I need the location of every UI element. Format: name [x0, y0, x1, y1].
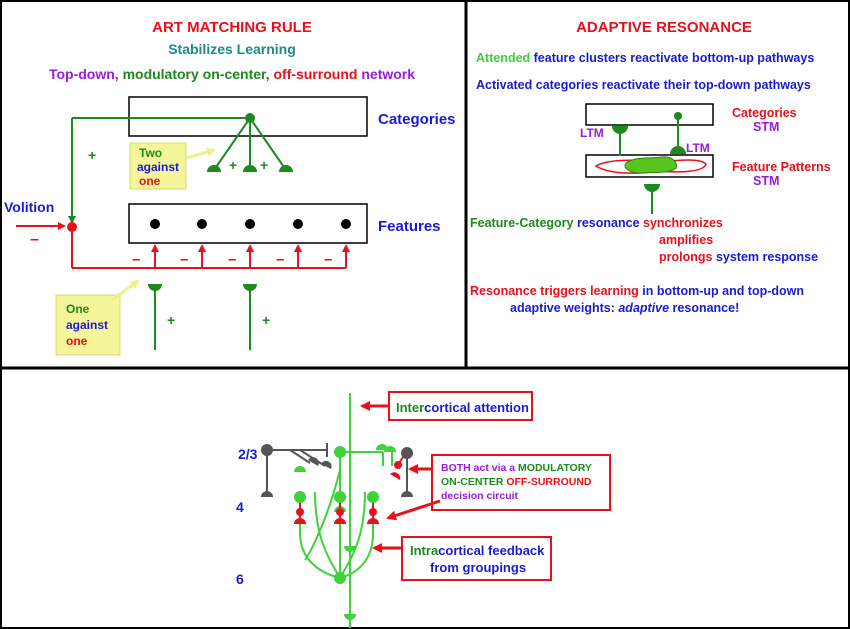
intracortical-box — [401, 536, 552, 581]
layer-label-4: 4 — [236, 499, 244, 515]
ar-line1: Attended feature clusters reactivate bot… — [476, 51, 814, 65]
both-act-line1: BOTH act via a MODULATORY — [441, 462, 592, 474]
layer-label-2-3: 2/3 — [238, 446, 258, 462]
features-label: Features — [378, 218, 441, 235]
two-against-one-pointer — [186, 147, 216, 160]
green-pathways — [299, 393, 393, 628]
laminar-panel: 2/3 4 6 — [236, 391, 611, 628]
one-against-one-pointer — [111, 279, 140, 302]
both-act-box — [431, 454, 611, 511]
ar-title: ADAPTIVE RESONANCE — [576, 19, 752, 36]
ar-categories-stm: STM — [753, 120, 779, 134]
art-matching-panel: ART MATCHING RULE Stabilizes Learning To… — [4, 19, 456, 356]
plus-input1: + — [167, 312, 175, 328]
intracortical-line2: from groupings — [430, 560, 526, 575]
one-against-one-text: One against one — [66, 302, 111, 348]
categories-label: Categories — [378, 111, 456, 128]
svg-text:–: – — [276, 251, 284, 268]
intracortical-line1: Intracortical feedback — [410, 543, 545, 558]
svg-text:–: – — [228, 251, 236, 268]
ar-resonance-line: Feature-Category resonance synchronizes — [470, 216, 723, 230]
red-interneurons — [294, 456, 404, 524]
two-against-one-text: Two against one — [137, 146, 182, 188]
plus-mid1: + — [229, 157, 237, 173]
ar-pathways — [612, 112, 686, 214]
bottom-up-inputs — [148, 284, 257, 350]
ar-categories-label: Categories — [732, 106, 797, 120]
ar-ltm-right: LTM — [686, 141, 710, 155]
art-subtitle: Stabilizes Learning — [168, 41, 296, 57]
ar-ltm-left: LTM — [580, 126, 604, 140]
art-title: ART MATCHING RULE — [152, 19, 312, 36]
svg-text:–: – — [132, 251, 140, 268]
intercortical-label: Intercortical attention — [396, 400, 529, 415]
feature-stm-blob — [624, 156, 677, 174]
green-cell-bodies — [294, 444, 396, 620]
svg-text:–: – — [324, 251, 332, 268]
volition-label: Volition — [4, 199, 54, 215]
ar-prolongs-line: prolongs system response — [659, 250, 818, 264]
feature-nodes — [150, 219, 351, 229]
category-node — [245, 113, 255, 123]
adaptive-resonance-panel: ADAPTIVE RESONANCE Attended feature clus… — [470, 19, 831, 315]
plus-input2: + — [262, 312, 270, 328]
both-act-line2: ON-CENTER OFF-SURROUND — [441, 476, 592, 488]
gray-neurons — [261, 443, 413, 497]
volition-minus: – — [30, 231, 39, 248]
ar-learning-line1: Resonance triggers learning in bottom-up… — [470, 284, 804, 298]
off-surround-minus-signs: – – – – – — [132, 251, 332, 268]
ar-line2: Activated categories reactivate their to… — [476, 78, 811, 92]
ar-features-label: Feature Patterns — [732, 160, 831, 174]
ar-learning-line2: adaptive weights: adaptive resonance! — [510, 301, 739, 315]
ar-features-stm: STM — [753, 174, 779, 188]
ar-amplifies: amplifies — [659, 233, 713, 247]
network-line: Top-down, modulatory on-center, off-surr… — [49, 66, 415, 82]
plus-left: + — [88, 147, 96, 163]
top-down-pathway — [68, 117, 287, 224]
top-down-terminals — [207, 165, 293, 172]
one-against-one-callout — [55, 294, 121, 356]
off-surround-pathway — [71, 227, 350, 269]
plus-mid2: + — [260, 157, 268, 173]
layer-label-6: 6 — [236, 571, 244, 587]
two-against-one-callout — [129, 142, 187, 190]
ar-categories-box — [585, 103, 714, 126]
both-act-line3: decision circuit — [441, 490, 519, 502]
both-act-pointer-2 — [386, 499, 441, 521]
svg-text:–: – — [180, 251, 188, 268]
